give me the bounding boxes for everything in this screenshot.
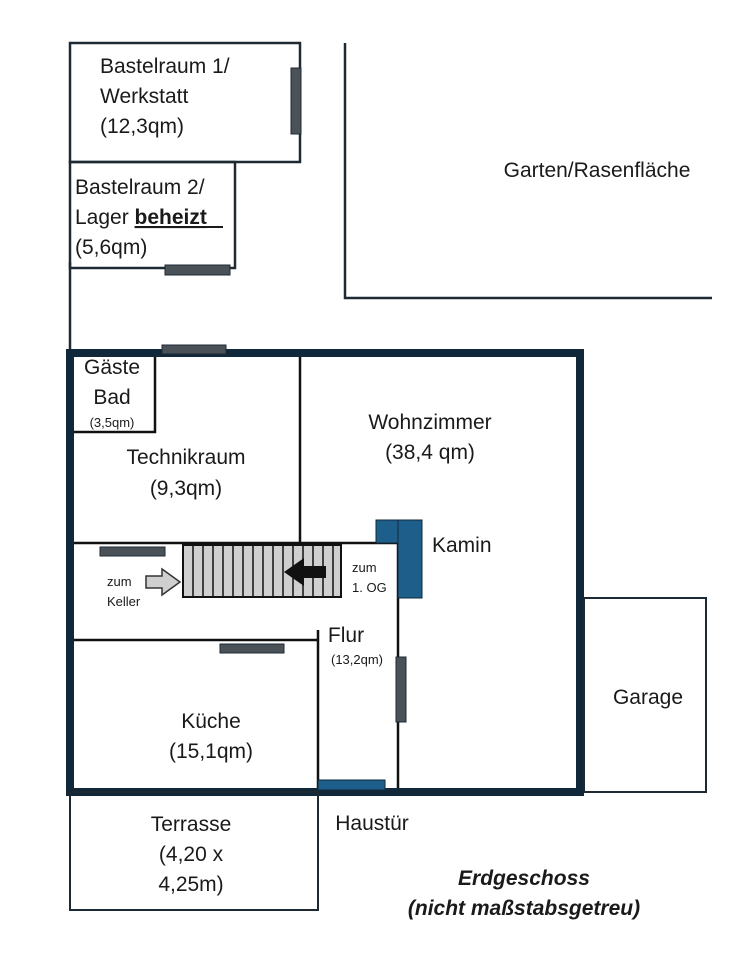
zum-keller-label: zum [107, 574, 132, 589]
gaestebad-area: (3,5qm) [90, 415, 135, 430]
terrasse-size: (4,20 x [159, 843, 224, 866]
terrasse-area [69, 791, 319, 911]
zum-og-label2: 1. OG [352, 580, 387, 595]
wohnzimmer-label: Wohnzimmer [368, 411, 491, 434]
flur-area: (13,2qm) [331, 652, 383, 667]
arrow-right-icon [145, 567, 182, 597]
terrasse-label: Terrasse [151, 813, 232, 836]
garten-label: Garten/Rasenfläche [504, 159, 691, 182]
window [219, 643, 285, 654]
window [164, 264, 231, 276]
caption-title: Erdgeschoss [458, 867, 590, 890]
haustuer-door [317, 779, 386, 791]
gaestebad-label2: Bad [93, 386, 130, 409]
window [290, 67, 302, 135]
house-outer-wall [66, 349, 584, 796]
lager-text: Lager [75, 206, 135, 229]
technikraum-area: (9,3qm) [150, 477, 222, 500]
kueche-area: (15,1qm) [169, 740, 253, 763]
garage-label: Garage [613, 686, 683, 709]
technikraum-label: Technikraum [126, 446, 245, 469]
haustuer-label: Haustür [335, 812, 409, 835]
terrasse-size2: 4,25m) [158, 873, 223, 896]
kamin-icon [375, 519, 399, 544]
bastelraum1-label2: Werkstatt [100, 85, 188, 108]
bastelraum2-label2: Lager beheizt [75, 206, 207, 229]
garage-room [583, 597, 707, 793]
kamin-icon [397, 519, 423, 599]
wohnzimmer-area: (38,4 qm) [385, 441, 475, 464]
kamin-label: Kamin [432, 534, 492, 557]
bastelraum2-label: Bastelraum 2/ [75, 176, 205, 199]
bastelraum1-label: Bastelraum 1/ [100, 55, 230, 78]
arrow-left-icon [284, 558, 326, 586]
gaestebad-label: Gäste [84, 356, 140, 379]
garden-boundary [343, 43, 712, 300]
zum-og-label: zum [352, 560, 377, 575]
kueche-label: Küche [181, 710, 241, 733]
caption-subtitle: (nicht maßstabsgetreu) [408, 897, 640, 920]
bastelraum2-room [68, 160, 237, 270]
bastelraum1-area: (12,3qm) [100, 115, 184, 138]
flur-label: Flur [328, 624, 364, 647]
window [99, 546, 166, 557]
window [395, 656, 407, 723]
beheizt-text: beheizt [135, 206, 207, 229]
window [161, 344, 227, 355]
zum-keller-label2: Keller [107, 594, 141, 609]
bastelraum2-area: (5,6qm) [75, 236, 147, 259]
